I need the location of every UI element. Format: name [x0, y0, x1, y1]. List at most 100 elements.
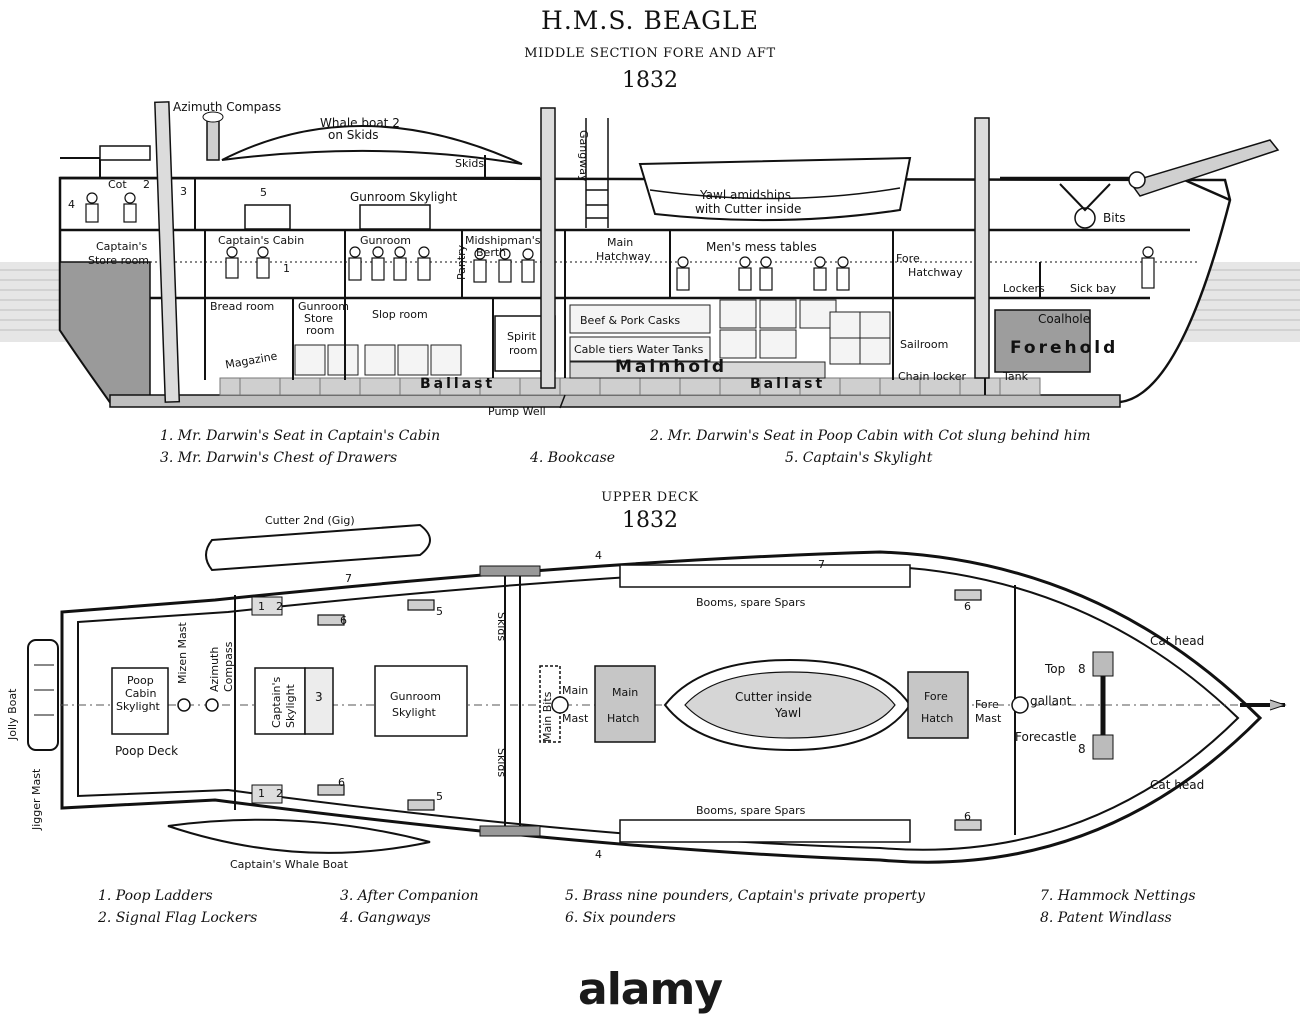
label-num5-a: 5 [436, 605, 443, 618]
label-num4-side: 4 [68, 198, 75, 211]
label-poop-cabin-l3: Skylight [116, 700, 160, 713]
label-whale-boat-l2: on Skids [328, 128, 379, 142]
label-spirit-l2: room [509, 344, 538, 357]
gangway-bottom [479, 825, 541, 837]
label-main-hatchway-l2: Hatchway [596, 250, 651, 263]
label-skids-bot: Skids [495, 748, 508, 778]
label-captains-store-l2: Store room [88, 254, 150, 267]
label-captains-skylight-l1: Captain's [270, 676, 283, 728]
hold-casks [294, 299, 891, 379]
booms-spars-top [619, 564, 911, 588]
label-yawl-l2: with Cutter inside [695, 202, 802, 216]
label-num7-mid: 7 [818, 558, 825, 571]
label-azimuth-l1: Azimuth [208, 646, 221, 692]
label-bits: Bits [1103, 211, 1126, 225]
deck-legend-4: 4. Gangways [340, 910, 431, 926]
poop-ladder-bottom [251, 784, 283, 804]
jolly-boat [27, 639, 59, 751]
label-gunroom-skylight-side: Gunroom Skylight [350, 190, 458, 204]
label-fore-mast-l2: Mast [975, 712, 1002, 725]
label-num6-b: 6 [964, 600, 971, 613]
label-main-hatchway-l1: Main [607, 236, 634, 249]
label-jolly-boat: Jolly Boat [6, 688, 19, 740]
label-main-hatch-l2: Hatch [607, 712, 640, 725]
label-num7-top: 7 [345, 572, 352, 585]
label-midshipmans-l2: Berth [476, 246, 507, 259]
label-booms-bot: Booms, spare Spars [696, 804, 806, 817]
deck-year: 1832 [622, 508, 678, 533]
label-cutter-2nd-gig: Cutter 2nd (Gig) [265, 514, 355, 527]
crew-figures [85, 192, 1155, 291]
label-captains-skylight-l2: Skylight [284, 684, 297, 728]
label-fore-hatch-l2: Hatch [921, 712, 954, 725]
diagram-title: H.M.S. BEAGLE [541, 6, 759, 35]
section-legend-1: 1. Mr. Darwin's Seat in Captain's Cabin [160, 428, 441, 444]
gangway-ladder-side [585, 118, 609, 228]
section-legend-2: 2. Mr. Darwin's Seat in Poop Cabin with … [650, 428, 1091, 444]
label-skids-top: Skids [495, 612, 508, 642]
label-beef-pork: Beef & Pork Casks [580, 314, 681, 327]
diagram-subtitle: MIDDLE SECTION FORE AND AFT [524, 46, 776, 61]
cutter-gig-boat [205, 523, 431, 572]
label-main-bits: Main Bits [541, 691, 554, 742]
label-yawl-l1: Yawl amidships [700, 188, 792, 202]
poop-cabin-roof [99, 145, 151, 161]
label-booms-top: Booms, spare Spars [696, 596, 806, 609]
gunroom-skylight-side [359, 204, 431, 230]
label-pantry: Pantry [455, 244, 468, 280]
azimuth-compass-deck [205, 698, 219, 712]
label-poop-cabin-l1: Poop [127, 674, 154, 687]
label-sick-bay: Sick bay [1070, 282, 1117, 295]
label-midshipmans-l1: Midshipman's [465, 234, 541, 247]
deck-hull-outline [60, 550, 1263, 864]
deck-legend-1: 1. Poop Ladders [98, 888, 213, 904]
section-legend-3: 3. Mr. Darwin's Chest of Drawers [160, 450, 398, 466]
label-mens-mess: Men's mess tables [706, 240, 817, 254]
label-num8-top: 8 [1078, 662, 1086, 676]
yawl-side [638, 156, 912, 222]
upper-deck-drawing [27, 523, 1287, 864]
fore-mast-deck [1011, 696, 1029, 714]
bits-windlass-side [1074, 207, 1096, 229]
poop-cabin-skylight [111, 667, 169, 735]
label-forecastle: Forecastle [1015, 730, 1077, 744]
keel [109, 394, 1121, 408]
label-main-hold: Mainhold [615, 357, 728, 377]
gangway-top [479, 565, 541, 577]
label-gunroom-store-l1: Gunroom [298, 300, 349, 313]
label-tank: Tank [1003, 370, 1028, 383]
label-num1-bot: 1 [258, 787, 265, 800]
diagram-year: 1832 [622, 68, 678, 93]
deck-legend-6: 6. Six pounders [565, 910, 676, 926]
label-lockers: Lockers [1003, 282, 1045, 295]
label-mizen-mast: Mizen Mast [176, 622, 189, 684]
label-chain-locker: Chain locker [898, 370, 967, 383]
deck-legend-2: 2. Signal Flag Lockers [98, 910, 258, 926]
deck-legend-8: 8. Patent Windlass [1040, 910, 1172, 926]
label-cable-tiers: Cable tiers Water Tanks [574, 343, 704, 356]
label-main-mast-l2: Mast [562, 712, 589, 725]
cutter-inside-yawl [684, 671, 896, 739]
label-num4-top: 4 [595, 549, 602, 562]
label-azimuth-l2: Compass [222, 641, 235, 692]
label-gunroom-l2: Skylight [392, 706, 436, 719]
deck-legend-7: 7. Hammock Nettings [1040, 888, 1196, 904]
label-num1-side: 1 [283, 262, 290, 275]
poop-ladder-top [251, 596, 283, 616]
whale-boat-side [221, 125, 523, 165]
label-coalhole: Coalhole [1038, 312, 1091, 326]
label-fore-hatch-l1: Fore [924, 690, 948, 703]
captains-skylight-side [244, 204, 291, 230]
label-cat-head-top: Cat head [1150, 634, 1205, 648]
label-main-hatch-l1: Main [612, 686, 639, 699]
deck-guns [317, 589, 982, 831]
label-num1-top: 1 [258, 600, 265, 613]
anchor-side [1059, 183, 1111, 212]
label-azimuth-compass: Azimuth Compass [173, 100, 282, 114]
label-num6-a: 6 [340, 614, 347, 627]
label-gunroom-side: Gunroom [360, 234, 411, 247]
label-forehold: Forehold [1010, 338, 1119, 358]
label-num4-bot: 4 [595, 848, 602, 861]
label-cot: Cot [108, 178, 127, 191]
